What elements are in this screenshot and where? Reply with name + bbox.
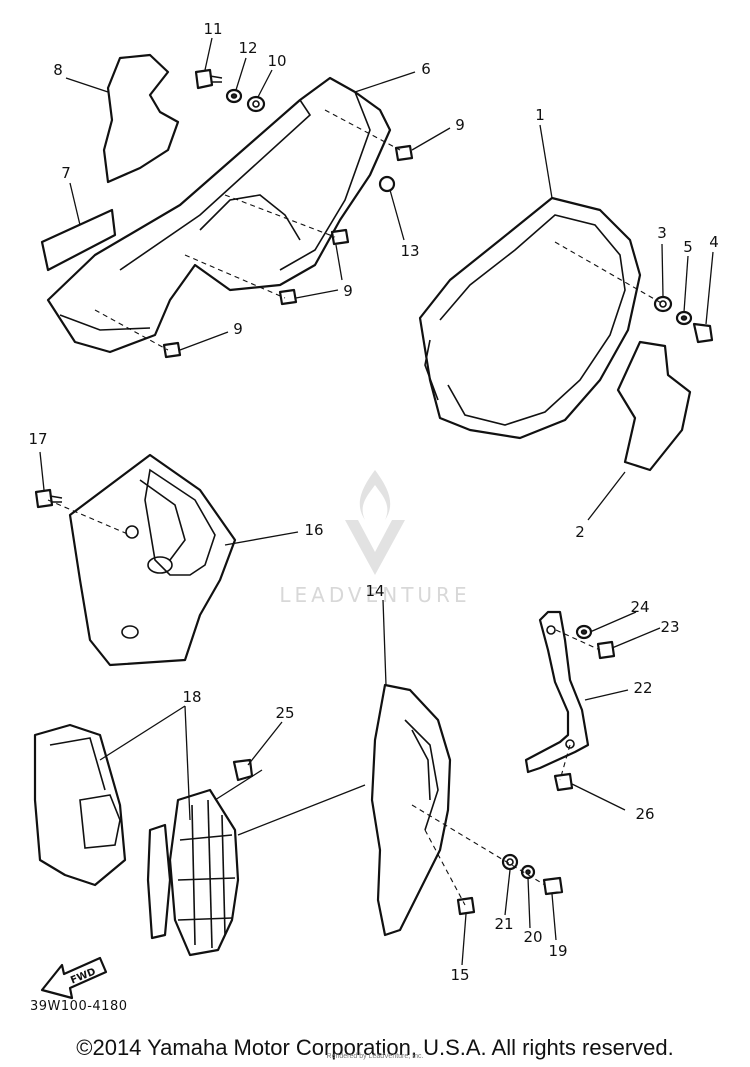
callout-1: 1	[535, 106, 545, 124]
leader-lines	[39, 37, 714, 966]
diagram-code: 39W100-4180	[30, 999, 127, 1014]
part-6-side-cover	[46, 76, 392, 354]
callout-14: 14	[365, 582, 384, 600]
copyright-notice: ©2014 Yamaha Motor Corporation, U.S.A. A…	[76, 1035, 674, 1060]
part-1-side-cover	[418, 196, 642, 440]
callout-5: 5	[683, 238, 693, 256]
callout-8: 8	[53, 61, 63, 79]
callout-3: 3	[657, 224, 667, 242]
callout-24: 24	[630, 598, 649, 616]
part-22-bracket	[524, 610, 590, 774]
callout-9-a: 9	[455, 116, 465, 134]
callout-4: 4	[709, 233, 719, 251]
part-14-side-cover	[370, 683, 452, 937]
callout-6: 6	[421, 60, 431, 78]
callout-20: 20	[523, 928, 542, 946]
callout-2: 2	[575, 523, 585, 541]
callout-11: 11	[203, 20, 222, 38]
fasteners	[34, 68, 714, 916]
callout-25: 25	[275, 704, 294, 722]
callout-9-b: 9	[343, 282, 353, 300]
callout-13: 13	[400, 242, 419, 260]
part-2-damper	[616, 340, 692, 472]
callouts: 11 12 10 8 6 9 13 7 9 9 1 3 5 4 2 17 16 …	[28, 20, 718, 984]
callout-9-c: 9	[233, 320, 243, 338]
callout-19: 19	[548, 942, 567, 960]
part-8-decal	[102, 53, 180, 184]
callout-18: 18	[182, 688, 201, 706]
callout-10: 10	[267, 52, 286, 70]
part-16-panel	[68, 453, 237, 667]
callout-23: 23	[660, 618, 679, 636]
assembly-lines	[47, 109, 664, 906]
watermark-logo: LEADVENTURE	[279, 470, 470, 607]
callout-21: 21	[494, 915, 513, 933]
callout-16: 16	[304, 521, 323, 539]
callout-17: 17	[28, 430, 47, 448]
part-7-strip	[40, 208, 117, 272]
rendered-by-note: Rendered by LeadVenture, Inc.	[326, 1053, 424, 1060]
callout-15: 15	[450, 966, 469, 984]
callout-12: 12	[238, 39, 257, 57]
part-18-guard-left	[33, 723, 127, 887]
forward-arrow-icon: FWD	[40, 956, 108, 1000]
callout-22: 22	[633, 679, 652, 697]
part-18-guard-right	[146, 788, 240, 957]
callout-26: 26	[635, 805, 654, 823]
callout-7: 7	[61, 164, 71, 182]
watermark-text: LEADVENTURE	[279, 583, 470, 607]
